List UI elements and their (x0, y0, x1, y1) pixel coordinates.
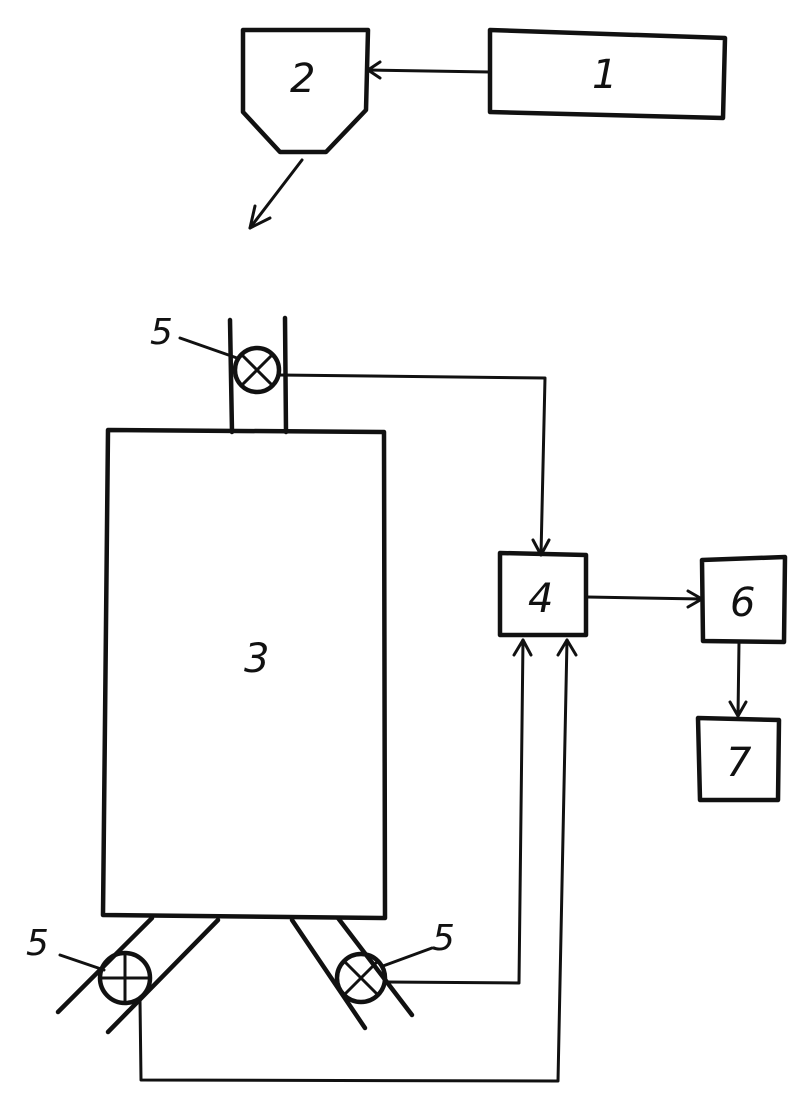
sensor-bottom-left-label: 5 (26, 923, 49, 964)
block-6-label: 6 (730, 580, 755, 626)
block-3-vessel: 3 (103, 430, 385, 918)
block-6: 6 (702, 557, 785, 642)
block-3-label: 3 (244, 636, 269, 682)
outlet-left: 5 (26, 918, 218, 1032)
sensor-bottom-left-leader (60, 955, 104, 970)
sensor-bottom-right-label: 5 (432, 918, 455, 959)
signal-bottom-right-to-4 (385, 640, 531, 983)
signal-top-to-4 (279, 375, 549, 555)
block-1-label: 1 (592, 52, 617, 98)
block-4-label: 4 (528, 576, 553, 622)
block-2-hopper: 2 (243, 30, 368, 152)
block-4: 4 (500, 553, 586, 635)
block-1: 1 (490, 30, 725, 118)
arrow-6-to-7 (730, 642, 746, 716)
sensor-bottom-right-leader (383, 948, 432, 966)
arrow-1-to-2 (368, 62, 490, 78)
arrow-4-to-6 (587, 591, 702, 607)
sensor-top-label: 5 (150, 312, 173, 353)
block-7: 7 (698, 718, 779, 800)
outlet-right: 5 (292, 918, 455, 1028)
sensor-top: 5 (150, 312, 279, 392)
block-7-label: 7 (726, 740, 752, 786)
block-2-label: 2 (290, 56, 315, 102)
feed-arrow (250, 160, 302, 228)
